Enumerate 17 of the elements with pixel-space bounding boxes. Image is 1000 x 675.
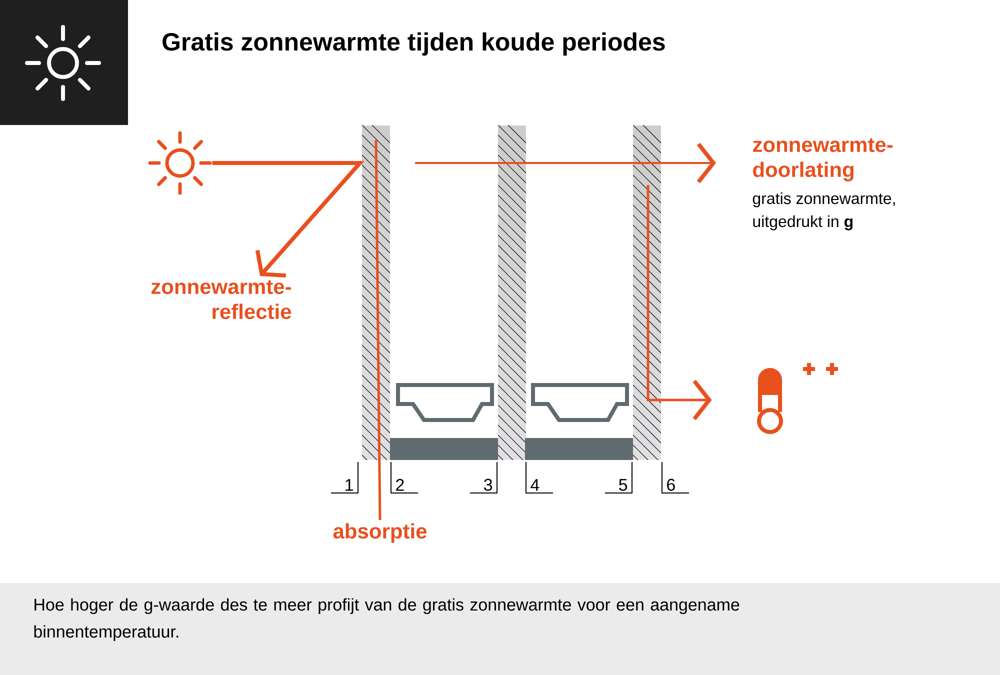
callout-number: 4	[526, 462, 554, 494]
arrow	[212, 161, 364, 278]
thermometer-icon	[757, 361, 840, 434]
caption: Hoe hoger de g-waarde des te meer profijt van de gratis zonnewarmte voor een aangename binnentemperatuur.	[34, 598, 740, 642]
absorption-label: absorptie	[333, 523, 427, 543]
description: gratis zonnewarmte, uitgedrukt in g	[752, 192, 895, 230]
callout-number: 2	[390, 462, 418, 494]
sun-icon	[148, 131, 212, 195]
callout-number: 5	[604, 462, 632, 494]
callout-number: 3	[470, 462, 498, 494]
reflection-label: zonnewarmte- reflectie	[151, 280, 292, 320]
title: Gratis zonnewarmte tijden koude periodes	[162, 32, 665, 56]
transmission-heading: zonnewarmte- doorlating	[753, 138, 893, 182]
callout-number: 6	[662, 462, 690, 494]
arrow	[646, 185, 712, 420]
arrow	[415, 142, 716, 184]
callout-number: 1	[330, 462, 358, 494]
